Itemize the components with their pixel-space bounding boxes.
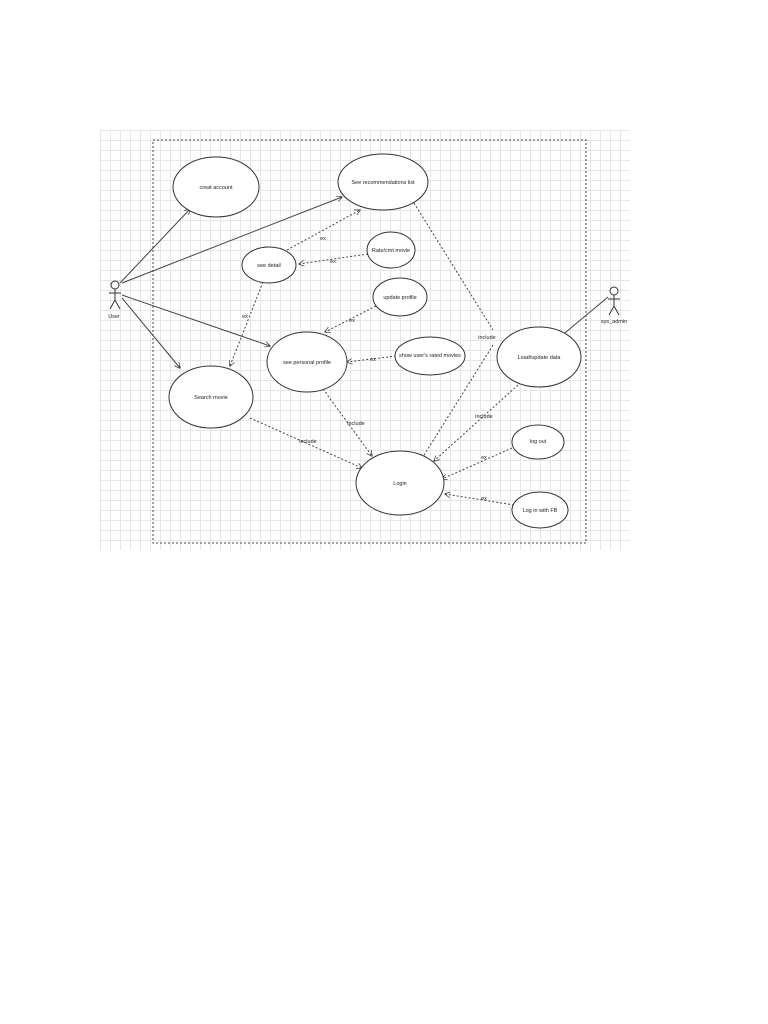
use-case-rate-movie xyxy=(366,231,416,269)
actor-admin-label: sys_admin xyxy=(601,319,627,325)
relation-ex-label: ex xyxy=(481,455,487,461)
use-case-login-fb xyxy=(511,491,569,529)
assoc-user-create-account xyxy=(119,209,190,284)
dep-show-rated-profile xyxy=(347,355,397,362)
use-case-diagram-canvas: User sys_admin creat account See recomme… xyxy=(100,130,630,550)
use-case-create-account xyxy=(172,156,260,218)
dep-logout-login xyxy=(442,447,513,479)
relation-ex-label: ex xyxy=(481,496,487,502)
show-rated-movies-label: show user's rated movies xyxy=(399,353,461,359)
actor-user xyxy=(109,280,121,310)
load-update-data-label: Load/update data xyxy=(518,355,562,361)
see-detail-label: see detail xyxy=(257,263,281,269)
dep-recommendations-login-2 xyxy=(421,344,494,460)
see-recommendations-label: See recommendations list xyxy=(351,180,415,186)
relation-ex-label: ex xyxy=(370,357,376,363)
dep-detail-recommendations xyxy=(286,210,360,251)
dep-recommendations-login xyxy=(413,202,494,331)
use-case-search-movie xyxy=(168,365,254,429)
assoc-user-recommendations xyxy=(121,197,342,284)
see-personal-profile-label: see personal profile xyxy=(283,360,331,366)
relation-include-label: include xyxy=(347,421,364,427)
login-label: Login xyxy=(393,481,406,487)
dep-update-profile xyxy=(325,305,377,332)
relation-ex-label: ex xyxy=(330,259,336,265)
use-case-see-personal-profile xyxy=(266,331,348,393)
update-profile-label: update profile xyxy=(383,295,416,301)
dep-fb-login xyxy=(445,494,515,506)
relation-include-label: include xyxy=(299,439,316,445)
dep-profile-login xyxy=(322,388,372,456)
relation-ex-label: ex xyxy=(242,314,248,320)
use-case-see-recommendations xyxy=(337,153,429,211)
relation-include-label: include xyxy=(475,414,492,420)
assoc-admin-load-data xyxy=(560,296,609,337)
relation-include-label: include xyxy=(478,335,495,341)
relation-ex-label: ex xyxy=(320,236,326,242)
use-case-see-detail xyxy=(241,246,297,284)
dep-search-login xyxy=(249,417,362,468)
relation-ex-label: ex xyxy=(349,318,355,324)
create-account-label: creat account xyxy=(199,185,232,191)
use-case-load-update-data xyxy=(496,326,582,388)
system-boundary xyxy=(152,139,587,544)
dep-load-login xyxy=(434,384,519,461)
dep-detail-search xyxy=(230,281,264,366)
use-case-login xyxy=(355,450,445,516)
assoc-user-search-movie xyxy=(121,297,180,368)
log-out-label: log out xyxy=(530,439,547,445)
rate-movie-label: Rate/cmt movie xyxy=(372,248,410,254)
actor-sys-admin xyxy=(608,286,620,316)
use-case-update-profile xyxy=(372,277,428,317)
assoc-user-personal-profile xyxy=(121,294,270,346)
use-case-log-out xyxy=(511,424,565,460)
use-case-show-rated-movies xyxy=(394,336,466,376)
search-movie-label: Search movie xyxy=(194,395,228,401)
actor-user-label: User xyxy=(108,314,120,320)
login-fb-label: Log in with FB xyxy=(523,508,558,514)
